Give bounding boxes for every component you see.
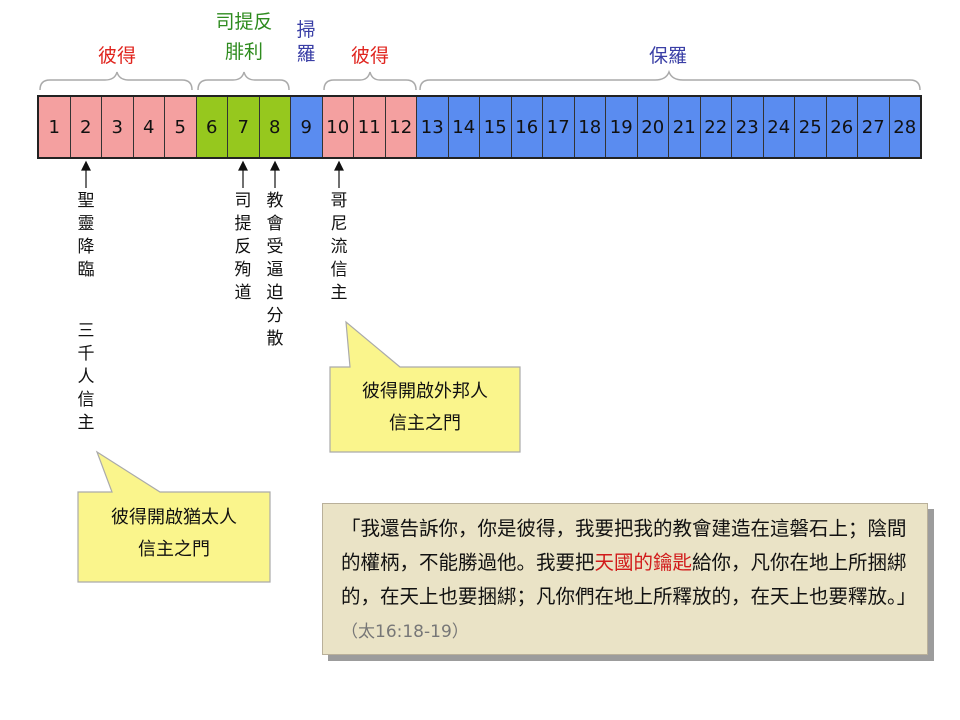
chapter-cell-28: 28: [889, 97, 920, 157]
group-label-peter-2: 彼得: [350, 45, 389, 67]
group-label-saul-top: 掃: [296, 19, 316, 41]
event-church-scattered: 教會受逼迫分散: [266, 191, 284, 349]
event-holy-spirit: 聖靈降臨: [77, 191, 95, 280]
chapter-cell-10: 10: [322, 97, 354, 157]
callout-gentiles-line2: 信主之門: [389, 413, 461, 434]
callout-jews-line1: 彼得開啟猶太人: [111, 507, 237, 528]
chapter-cell-19: 19: [606, 97, 638, 157]
callout-jews-text: 彼得開啟猶太人 信主之門: [78, 502, 270, 566]
callout-gentiles-text: 彼得開啟外邦人 信主之門: [330, 376, 520, 440]
chapter-cell-23: 23: [732, 97, 764, 157]
chapter-cell-11: 11: [354, 97, 386, 157]
brace-peter-1: [39, 71, 193, 91]
chapter-cell-21: 21: [669, 97, 701, 157]
chapter-cell-6: 6: [196, 97, 228, 157]
event-cornelius: 哥尼流信主: [330, 191, 348, 303]
callout-gentiles-shape: [329, 320, 521, 453]
chapter-cell-27: 27: [858, 97, 890, 157]
chapter-cell-17: 17: [543, 97, 575, 157]
chapter-cell-24: 24: [763, 97, 795, 157]
callout-jews-shape: [77, 450, 271, 583]
chapter-cell-7: 7: [228, 97, 260, 157]
quote-part2: 給你，凡你在地上所捆綁的，在天上也要捆綁；凡你們在地上所釋放的，在天上也要釋放。…: [341, 551, 917, 608]
chapter-cell-9: 9: [291, 97, 323, 157]
group-label-philip: 腓利: [224, 41, 263, 63]
brace-peter-2: [323, 71, 417, 91]
group-label-stephen-philip: 司提反 腓利: [204, 10, 284, 64]
group-label-paul: 保羅: [648, 45, 687, 67]
quote-box: 「我還告訴你，你是彼得，我要把我的教會建造在這磐石上；陰間的權柄，不能勝過他。我…: [322, 503, 928, 655]
chapter-cell-22: 22: [700, 97, 732, 157]
chapter-cell-8: 8: [259, 97, 291, 157]
chapter-cell-4: 4: [133, 97, 165, 157]
callout-jews-line2: 信主之門: [138, 539, 210, 560]
event-stephen-martyred: 司提反殉道: [234, 191, 252, 303]
chapter-cell-5: 5: [165, 97, 197, 157]
group-label-stephen: 司提反: [215, 11, 273, 33]
chapter-cell-15: 15: [480, 97, 512, 157]
chapter-cell-14: 14: [448, 97, 480, 157]
quote-part1: 「我還告訴你，你是彼得，我要把我的教會建造在這磐石上；陰間的權柄，不能勝過他。我…: [341, 517, 907, 574]
brace-stephen-philip: [197, 71, 290, 91]
chapter-cell-3: 3: [102, 97, 134, 157]
group-label-saul: 掃 羅: [293, 18, 319, 66]
callout-gentiles-line1: 彼得開啟外邦人: [362, 381, 488, 402]
chapter-cell-1: 1: [39, 97, 71, 157]
chapter-cell-2: 2: [70, 97, 102, 157]
chapter-cell-25: 25: [795, 97, 827, 157]
chapter-cell-26: 26: [826, 97, 858, 157]
chapter-cell-12: 12: [385, 97, 417, 157]
quote-highlight: 天國的鑰匙: [594, 551, 693, 574]
brace-paul: [419, 69, 921, 91]
group-label-saul-bottom: 羅: [296, 43, 316, 65]
group-label-peter-1: 彼得: [97, 45, 136, 67]
chapter-cell-18: 18: [574, 97, 606, 157]
chapter-cell-13: 13: [417, 97, 449, 157]
chapter-cell-20: 20: [637, 97, 669, 157]
event-three-thousand: 三千人信主: [77, 321, 95, 433]
quote-reference: （太16:18-19）: [341, 622, 469, 642]
chapter-cell-16: 16: [511, 97, 543, 157]
